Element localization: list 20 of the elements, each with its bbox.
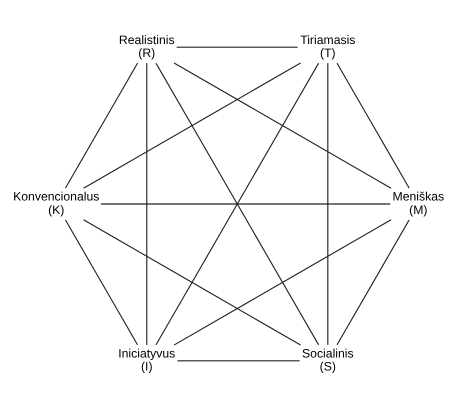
node-text: Iniciatyvus (I): [118, 346, 176, 374]
connector: [100, 202, 390, 204]
node-text: Socialinis (S): [302, 346, 354, 374]
connector: [83, 62, 301, 188]
connector: [174, 62, 392, 188]
connector: [327, 62, 328, 344]
connector: [146, 62, 148, 344]
connector: [64, 62, 138, 188]
connector: [336, 62, 410, 188]
connector: [64, 219, 138, 345]
node-text: Meniškas (M): [392, 189, 444, 216]
connector: [155, 62, 320, 345]
node-text: Tiriamasis (T): [300, 32, 356, 60]
connector: [83, 218, 301, 346]
connector: [176, 46, 298, 48]
connector: [336, 219, 410, 345]
connector: [177, 360, 300, 361]
connector: [174, 218, 392, 346]
node-text: Realistinis (R): [118, 32, 175, 60]
node-text: Konvencionalus (K): [13, 189, 100, 216]
